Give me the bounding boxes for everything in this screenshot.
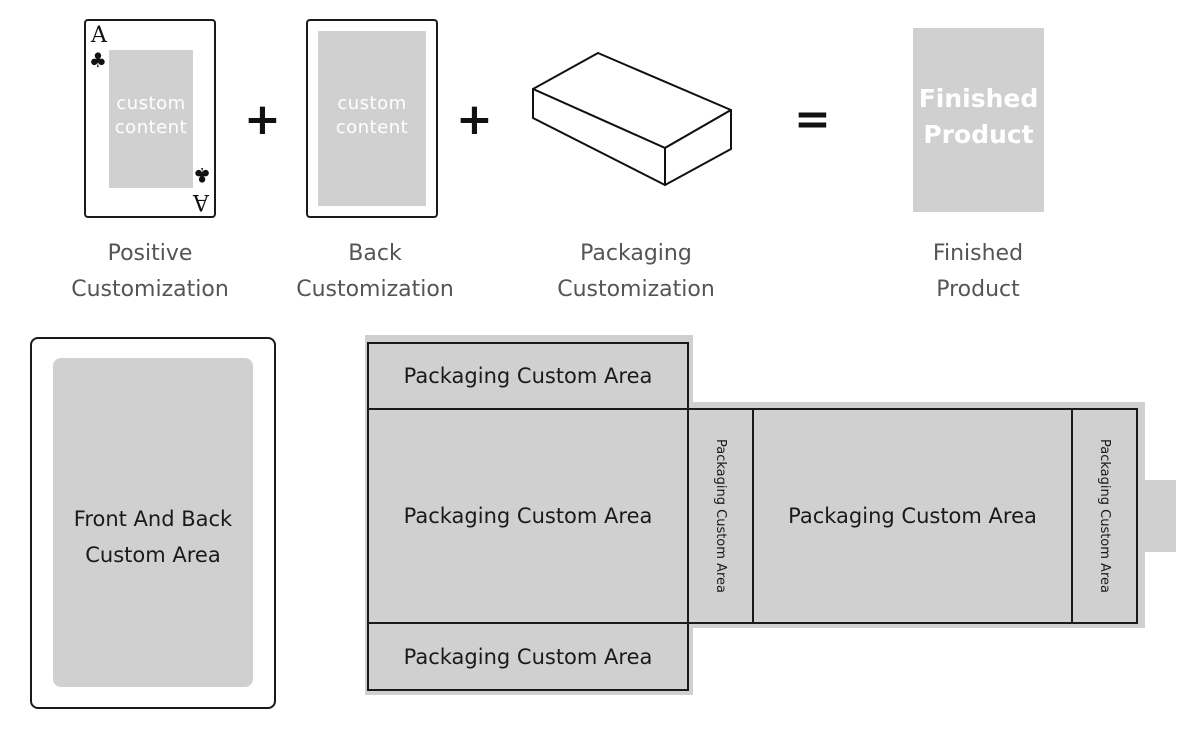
plus-sign: + bbox=[456, 94, 493, 145]
club-suit-icon: ♣ bbox=[89, 48, 107, 72]
back-custom-area: custom content bbox=[318, 31, 426, 206]
caption-line: Product bbox=[936, 277, 1020, 302]
equals-sign: = bbox=[794, 94, 831, 145]
front-custom-text-line-1: custom bbox=[116, 93, 186, 114]
caption-finished: Finished Product bbox=[878, 236, 1078, 308]
caption-line: Customization bbox=[557, 277, 715, 302]
finished-box-line-2: Product bbox=[923, 120, 1034, 149]
side-left-panel: Packaging Custom Area bbox=[687, 408, 754, 624]
dieline-tab bbox=[1144, 480, 1176, 552]
caption-positive: Positive Customization bbox=[50, 236, 250, 308]
caption-line: Customization bbox=[71, 277, 229, 302]
card-area-line-2: Custom Area bbox=[85, 543, 221, 567]
finished-product-box: Finished Product bbox=[913, 28, 1044, 212]
plus-sign: + bbox=[244, 94, 281, 145]
card-template: Front And Back Custom Area bbox=[30, 337, 276, 709]
card-area-line-1: Front And Back bbox=[73, 507, 233, 531]
front-card: A ♣ custom content ♣ A bbox=[84, 19, 216, 218]
card-box-icon bbox=[532, 52, 732, 186]
front-custom-text-line-2: content bbox=[114, 117, 188, 138]
main-right-panel: Packaging Custom Area bbox=[752, 408, 1073, 624]
caption-line: Customization bbox=[296, 277, 454, 302]
front-custom-area: custom content bbox=[109, 50, 193, 188]
caption-line: Packaging bbox=[580, 241, 692, 266]
caption-line: Finished bbox=[932, 241, 1024, 266]
caption-line: Back bbox=[348, 241, 402, 266]
side-right-panel: Packaging Custom Area bbox=[1071, 408, 1138, 624]
top-flap-panel: Packaging Custom Area bbox=[367, 342, 689, 410]
back-custom-text-line-1: custom bbox=[337, 93, 407, 114]
front-back-custom-area: Front And Back Custom Area bbox=[53, 358, 253, 687]
finished-box-line-1: Finished bbox=[918, 84, 1039, 113]
caption-line: Positive bbox=[107, 241, 193, 266]
back-custom-text-line-2: content bbox=[335, 117, 409, 138]
caption-packaging: Packaging Customization bbox=[536, 236, 736, 308]
main-left-panel: Packaging Custom Area bbox=[367, 408, 689, 624]
club-suit-icon: ♣ bbox=[193, 163, 211, 187]
card-rank-top: A bbox=[91, 23, 107, 48]
card-rank-bottom: A bbox=[193, 189, 209, 214]
back-card: custom content bbox=[306, 19, 438, 218]
caption-back: Back Customization bbox=[275, 236, 475, 308]
bottom-flap-panel: Packaging Custom Area bbox=[367, 622, 689, 691]
